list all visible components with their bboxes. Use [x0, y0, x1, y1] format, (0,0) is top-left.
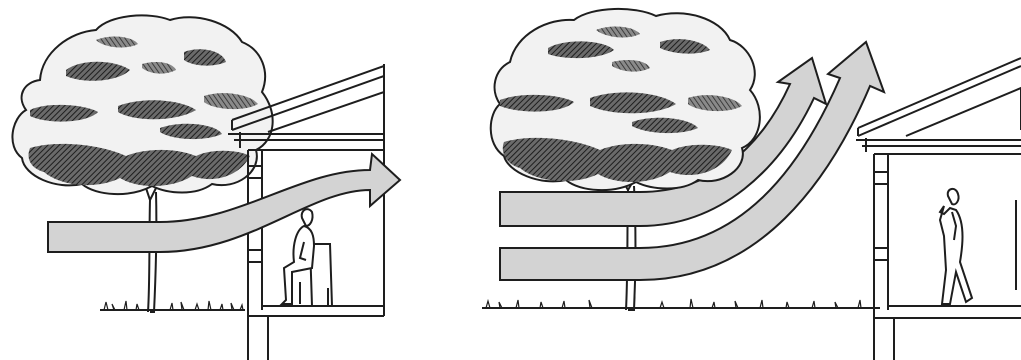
grass-icon — [482, 299, 880, 308]
grass-icon — [100, 301, 245, 310]
left-panel — [12, 15, 400, 360]
tree-icon — [12, 15, 272, 194]
seated-person-icon — [282, 209, 332, 306]
tree-icon — [491, 9, 760, 190]
standing-person-icon — [940, 189, 972, 304]
right-panel — [482, 9, 1021, 360]
house-section-icon — [856, 58, 1021, 360]
